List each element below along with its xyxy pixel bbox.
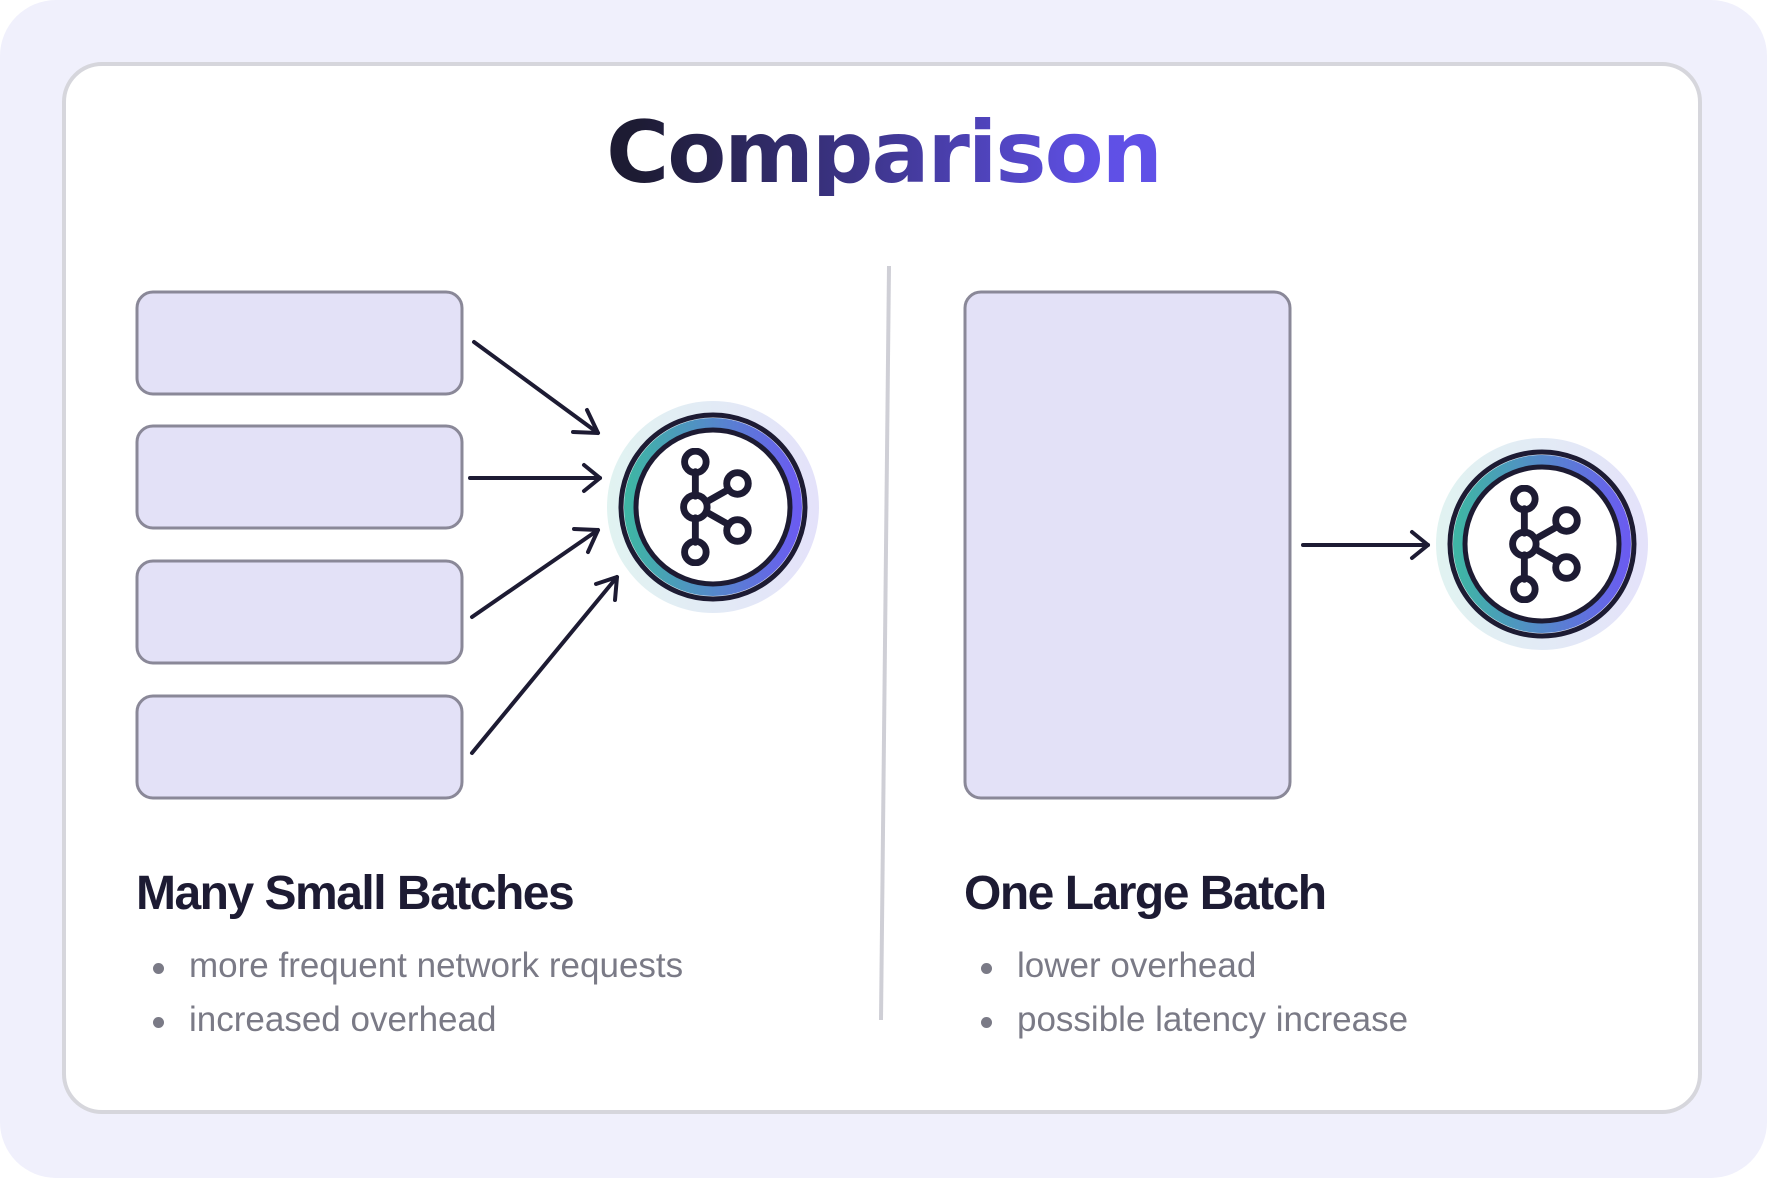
small-batch-box	[135, 424, 464, 530]
kafka-broker-left	[607, 401, 819, 613]
small-batch-box	[135, 290, 464, 396]
small-batch-box	[135, 694, 464, 800]
small-batch-arrows	[468, 340, 619, 755]
list-item: possible latency increase	[965, 993, 1408, 1047]
list-item: more frequent network requests	[137, 939, 683, 993]
page-title: Comparison	[0, 110, 1767, 196]
left-bullet-list: more frequent network requests increased…	[137, 939, 683, 1047]
small-batch-box	[135, 559, 464, 665]
large-batch-arrow	[1301, 530, 1430, 560]
right-bullet-list: lower overhead possible latency increase	[965, 939, 1408, 1047]
small-batches-group	[135, 290, 464, 800]
left-section-heading: Many Small Batches	[136, 867, 575, 920]
list-item: increased overhead	[137, 993, 683, 1047]
arrow-2	[468, 463, 602, 493]
kafka-broker-right	[1436, 438, 1648, 650]
large-batch-box	[963, 290, 1292, 800]
arrow-4	[470, 575, 619, 755]
section-divider	[879, 265, 891, 1021]
arrow-1	[472, 340, 600, 435]
right-section-heading: One Large Batch	[964, 867, 1327, 920]
list-item: lower overhead	[965, 939, 1408, 993]
arrow-3	[470, 527, 600, 619]
